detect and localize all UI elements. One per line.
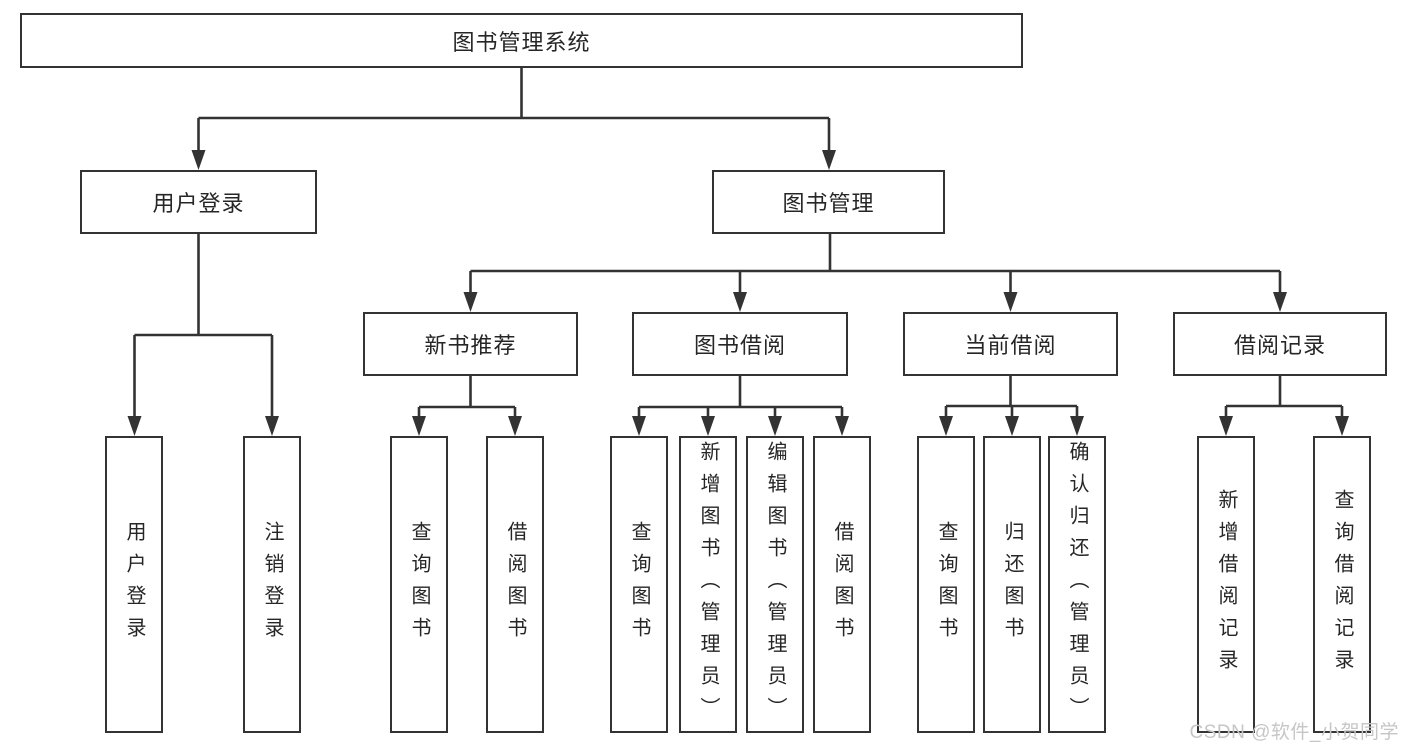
arrowhead: [191, 150, 206, 170]
connector-book-borrow-to-leaves: [632, 376, 849, 436]
leaf-query-borrow-record: 查询借阅记录: [1313, 436, 1371, 733]
connector-user-login-to-leaves: [127, 234, 279, 436]
connector-current-borrow-to-leaves: [939, 376, 1084, 436]
node-borrow-records: 借阅记录: [1173, 312, 1387, 376]
node-label: 新增借阅记录: [1215, 488, 1237, 681]
arrowhead: [835, 416, 849, 436]
arrowhead: [733, 292, 747, 312]
node-label: 借阅图书: [504, 520, 526, 649]
leaf-edit-book-admin: 编辑图书（管理员）: [746, 436, 804, 733]
arrowhead: [412, 416, 426, 436]
node-label: 查询借阅记录: [1331, 488, 1353, 681]
node-label: 确认归还（管理员）: [1066, 440, 1088, 729]
node-label: 查询图书: [408, 520, 430, 649]
leaf-user-login: 用户登录: [105, 436, 163, 733]
node-label: 图书借阅: [693, 333, 786, 358]
leaf-add-book-admin: 新增图书（管理员）: [679, 436, 737, 733]
arrowhead: [1273, 292, 1287, 312]
leaf-query-books-1: 查询图书: [390, 436, 448, 733]
leaf-confirm-return-admin: 确认归还（管理员）: [1048, 436, 1106, 733]
node-label: 图书管理系统: [452, 29, 591, 55]
node-label: 用户登录: [152, 191, 245, 216]
leaf-borrow-books-2: 借阅图书: [813, 436, 871, 733]
arrowhead: [1219, 416, 1233, 436]
connector-root-to-level2: [191, 68, 836, 170]
arrowhead: [768, 416, 782, 436]
node-label: 查询图书: [628, 520, 650, 649]
arrowhead: [508, 416, 522, 436]
arrowhead: [265, 416, 279, 436]
node-user-login: 用户登录: [80, 170, 317, 234]
node-label: 图书管理: [782, 191, 875, 216]
leaf-query-books-3: 查询图书: [917, 436, 975, 733]
node-label: 用户登录: [123, 520, 145, 649]
connector-new-book-to-leaves: [412, 376, 522, 436]
node-root: 图书管理系统: [20, 13, 1023, 68]
arrowhead: [939, 416, 953, 436]
arrowhead: [127, 416, 142, 436]
node-label: 借阅图书: [831, 520, 853, 649]
node-label: 注销登录: [261, 520, 283, 649]
node-new-book-recommend: 新书推荐: [363, 312, 578, 376]
leaf-logout: 注销登录: [243, 436, 301, 733]
node-label: 当前借阅: [964, 333, 1057, 358]
watermark: CSDN @软件_小贺同学: [1189, 722, 1399, 743]
connector-book-mgmt-to-modules: [463, 234, 1287, 312]
node-label: 新书推荐: [424, 333, 517, 358]
leaf-query-books-2: 查询图书: [610, 436, 668, 733]
node-book-management: 图书管理: [712, 170, 945, 234]
arrowhead: [1070, 416, 1084, 436]
connector-borrow-records-to-leaves: [1219, 376, 1349, 436]
arrowhead: [701, 416, 715, 436]
arrowhead: [632, 416, 646, 436]
node-current-borrow: 当前借阅: [903, 312, 1118, 376]
node-label: 归还图书: [1001, 520, 1023, 649]
arrowhead: [1005, 416, 1019, 436]
leaf-return-book: 归还图书: [983, 436, 1041, 733]
node-label: 借阅记录: [1233, 333, 1326, 358]
node-label: 编辑图书（管理员）: [764, 440, 786, 729]
arrowhead: [1335, 416, 1349, 436]
node-label: 查询图书: [935, 520, 957, 649]
arrowhead: [822, 150, 836, 170]
arrowhead: [463, 292, 478, 312]
node-label: 新增图书（管理员）: [697, 440, 719, 729]
arrowhead: [1003, 292, 1018, 312]
leaf-borrow-books-1: 借阅图书: [486, 436, 544, 733]
leaf-add-borrow-record: 新增借阅记录: [1197, 436, 1255, 733]
node-book-borrow: 图书借阅: [632, 312, 848, 376]
